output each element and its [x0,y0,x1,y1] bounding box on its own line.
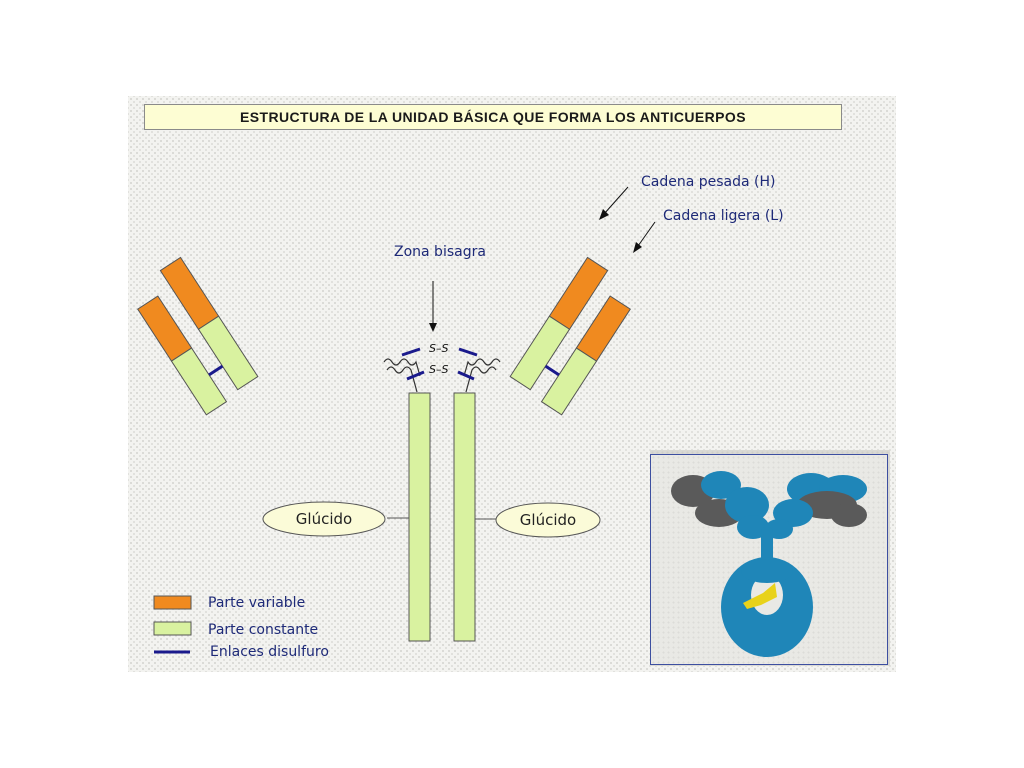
carbohydrate-right [495,502,601,538]
antibody-3d-model-image [650,454,888,665]
right-heavy-constant [509,315,571,391]
legend-label-disulfide: Enlaces disulfuro [210,644,329,660]
legend: Parte variable Parte constante Enlaces d… [153,595,329,660]
slide: ESTRUCTURA DE LA UNIDAD BÁSICA QUE FORMA… [128,96,896,672]
heavy-chain-arrow-line [603,186,629,215]
hinge-bond-left-2 [406,370,425,381]
inset-right-fab [765,473,867,539]
right-fab-disulfide [544,364,560,377]
light-chain-arrow-head [633,242,642,253]
left-hinge-spring-2 [386,366,418,393]
right-hinge-spring [463,358,501,377]
light-chain-label: Cadena ligera (L) [663,208,784,224]
fc-heavy-chain-right [453,392,476,642]
left-heavy-constant [197,315,259,391]
light-chain-arrow-line [637,221,656,247]
antibody-3d-model-icon [671,471,867,657]
hinge-bond-right-1 [458,347,478,357]
left-hinge-spring [383,358,421,377]
hinge-label: Zona bisagra [394,244,486,260]
heavy-chain-arrow-head [599,209,609,220]
fc-heavy-chain-left [408,392,431,642]
hinge-bond-right-2 [457,370,475,381]
left-fab-disulfide [208,364,224,377]
inset-left-fab [671,471,769,539]
hinge-bond-left-1 [401,347,421,357]
legend-label-constant: Parte constante [208,622,318,638]
ss-bond-label-1: S–S [429,342,448,355]
left-light-constant [170,347,228,416]
carbohydrate-right-label: Glúcido [520,511,576,529]
legend-label-variable: Parte variable [208,595,305,611]
right-fab-arm [509,256,631,416]
carbohydrate-left [262,501,386,537]
carbohydrate-left-label: Glúcido [296,510,352,528]
left-fab-arm [137,256,259,416]
heavy-chain-label: Cadena pesada (H) [641,174,776,190]
legend-swatch-variable [153,595,192,610]
hinge-arrow-head [429,323,437,332]
page-title: ESTRUCTURA DE LA UNIDAD BÁSICA QUE FORMA… [240,109,746,125]
right-hinge-spring-2 [465,366,497,393]
antibody-diagram: S–S S–S Glúcido Glúcido Zona bisagra Cad… [137,174,784,660]
legend-swatch-constant [153,621,192,636]
inset-fc [721,557,813,657]
title-box: ESTRUCTURA DE LA UNIDAD BÁSICA QUE FORMA… [144,104,842,130]
inset-hinge [761,527,773,563]
ss-bond-label-2: S–S [429,363,448,376]
